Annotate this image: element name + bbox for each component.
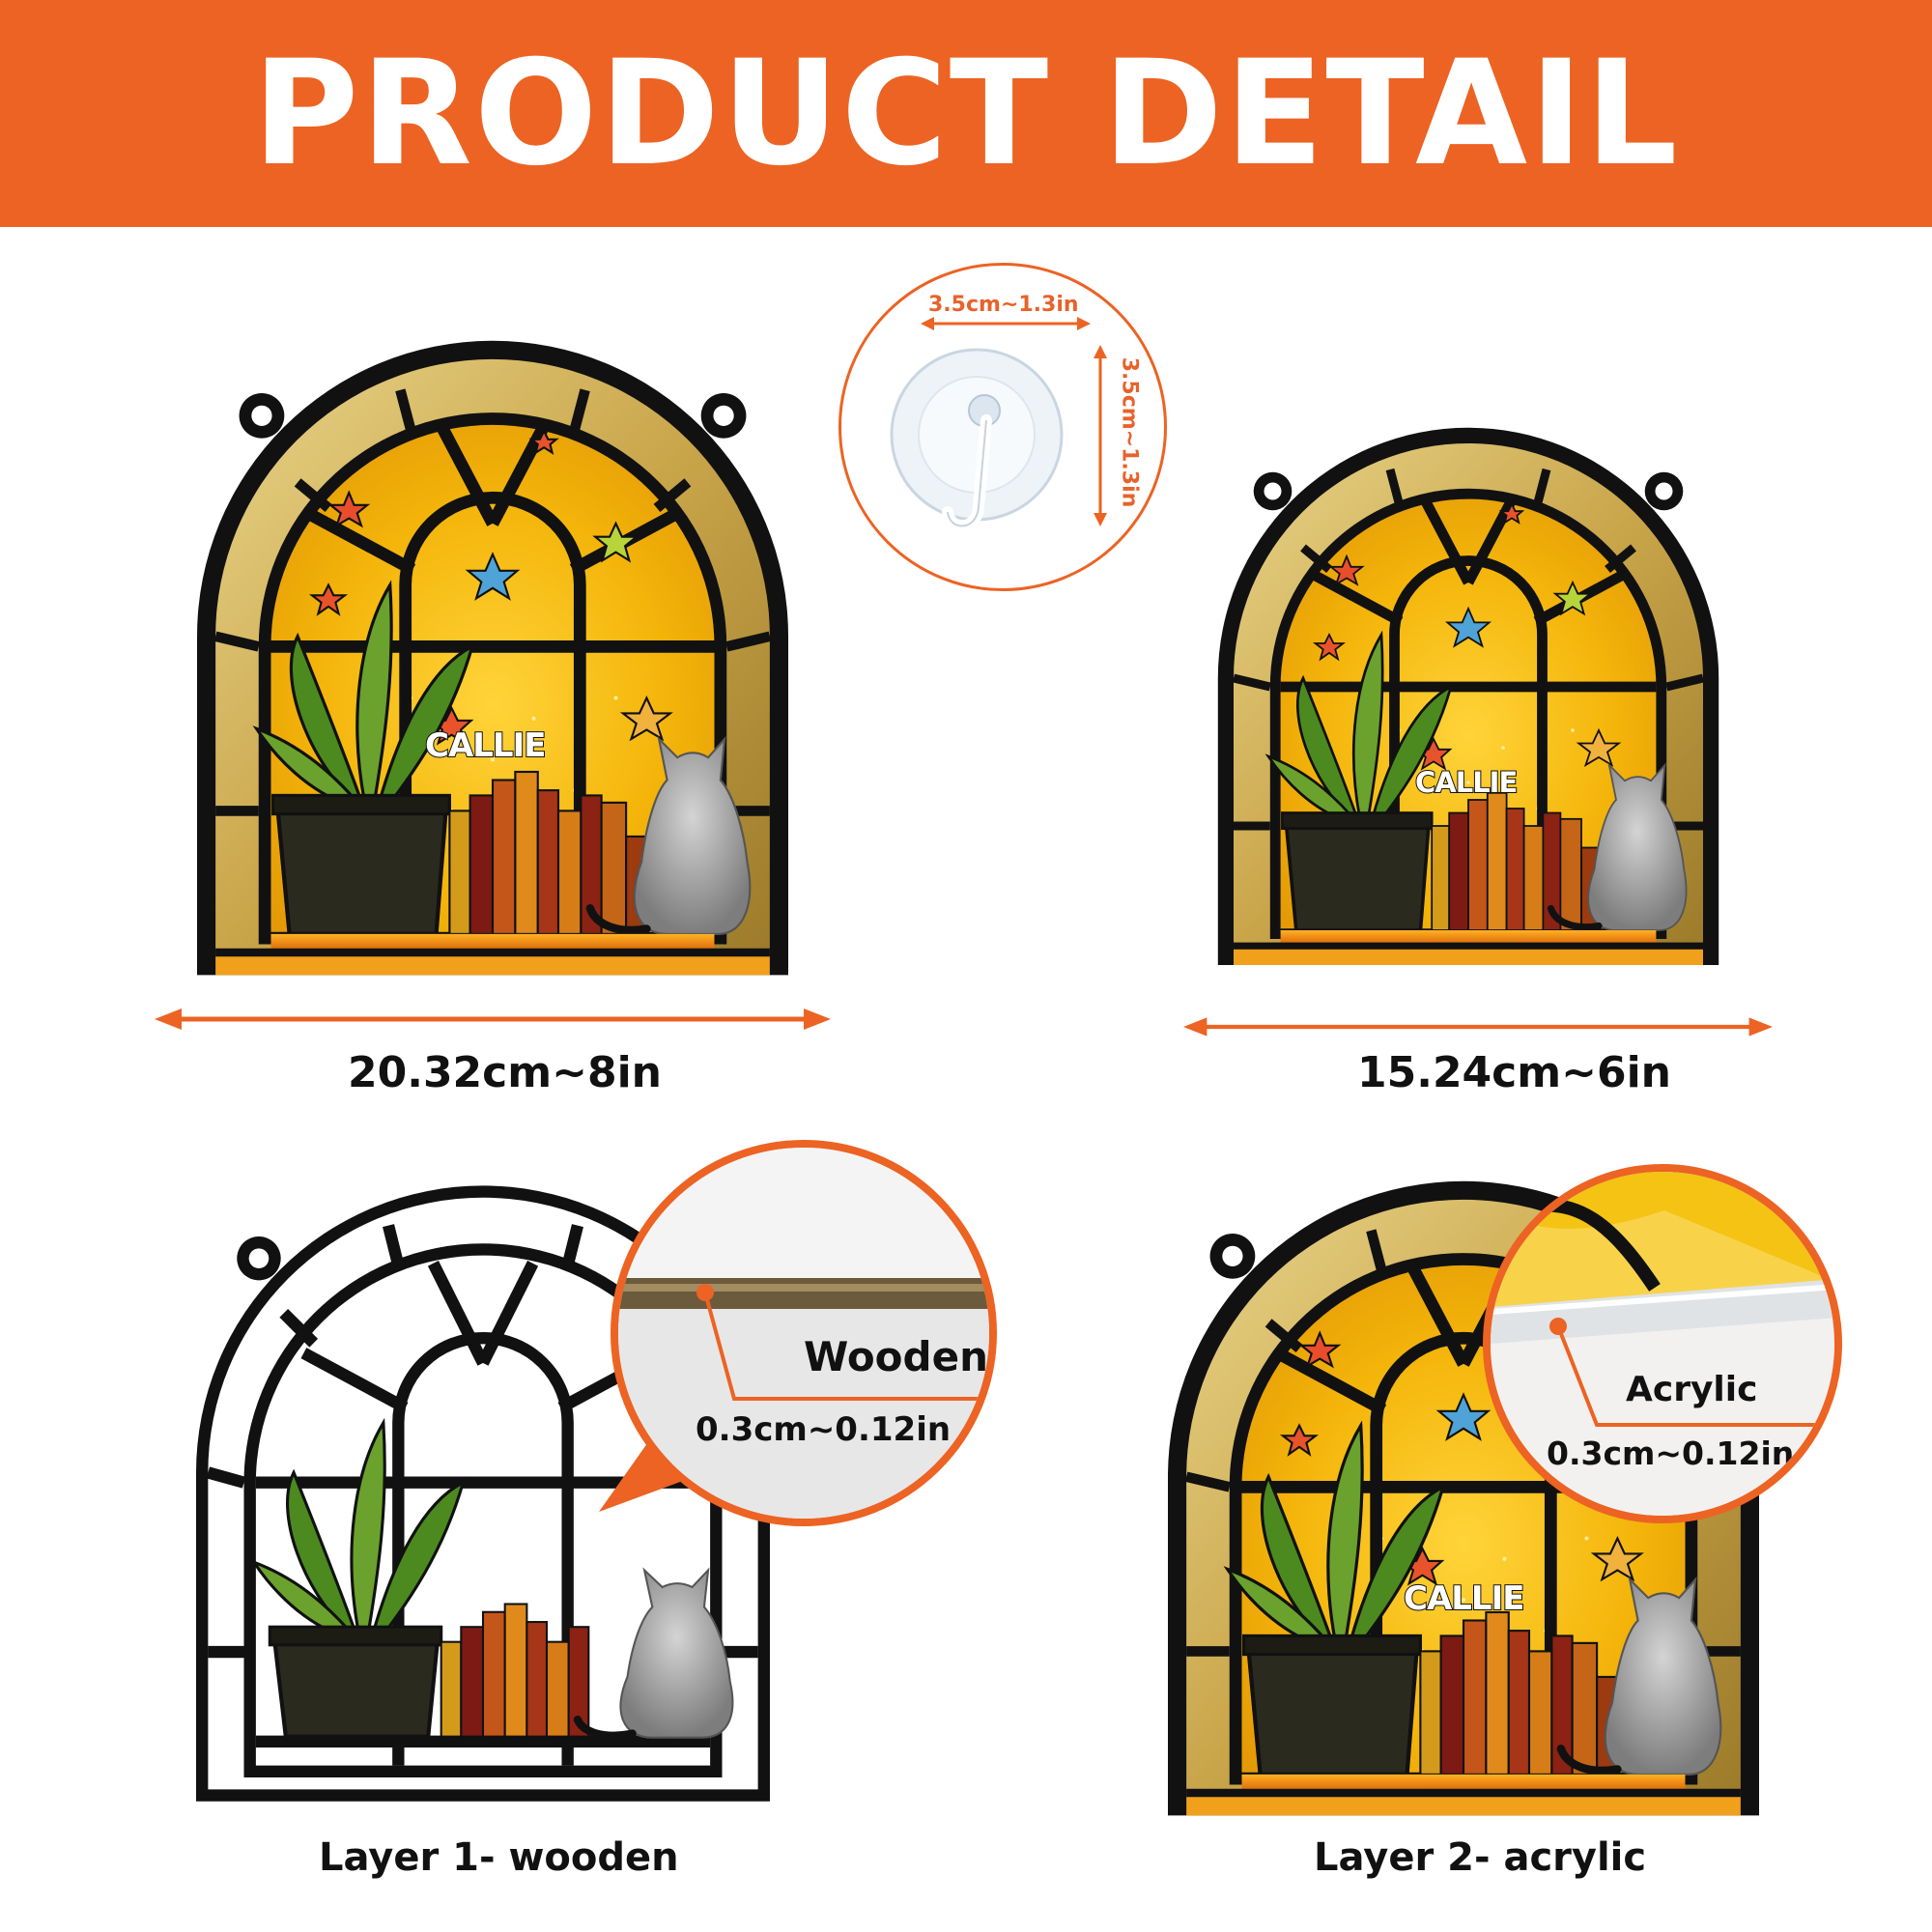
large-window-image: [184, 328, 802, 985]
acrylic-edge-closeup: [1491, 1172, 1834, 1516]
small-width-arrow: [1183, 1012, 1773, 1041]
layer2-caption: Layer 2- acrylic: [1314, 1835, 1647, 1880]
small-size-label: 15.24cm~6in: [1357, 1048, 1671, 1097]
large-size-label: 20.32cm~8in: [348, 1048, 662, 1097]
hook-height-label: 3.5cm~1.3in: [1117, 356, 1142, 508]
wooden-edge-closeup: [618, 1148, 989, 1519]
layer1-caption: Layer 1- wooden: [319, 1835, 679, 1880]
acrylic-window-name: CALLIE: [1403, 1578, 1525, 1619]
acrylic-detail-circle: Acrylic 0.3cm~0.12in: [1483, 1164, 1842, 1523]
header-banner: PRODUCT DETAIL: [0, 0, 1932, 227]
wooden-material-label: Wooden: [804, 1333, 988, 1380]
hook-width-label: 3.5cm~1.3in: [928, 293, 1079, 317]
large-window-name: CALLIE: [424, 725, 547, 766]
small-window-image: [1208, 415, 1729, 976]
acrylic-thickness-label: 0.3cm~0.12in: [1547, 1435, 1795, 1472]
small-window-name: CALLIE: [1414, 765, 1519, 800]
large-width-arrow: [155, 1005, 831, 1034]
hook-detail-circle: 3.5cm~1.3in 3.5cm~1.3in: [838, 263, 1167, 591]
page-title: PRODUCT DETAIL: [252, 29, 1680, 198]
wooden-thickness-label: 0.3cm~0.12in: [696, 1410, 952, 1449]
suction-hook-icon: [890, 317, 1107, 532]
wooden-detail-circle: Wooden 0.3cm~0.12in: [611, 1140, 997, 1526]
acrylic-material-label: Acrylic: [1626, 1370, 1758, 1409]
